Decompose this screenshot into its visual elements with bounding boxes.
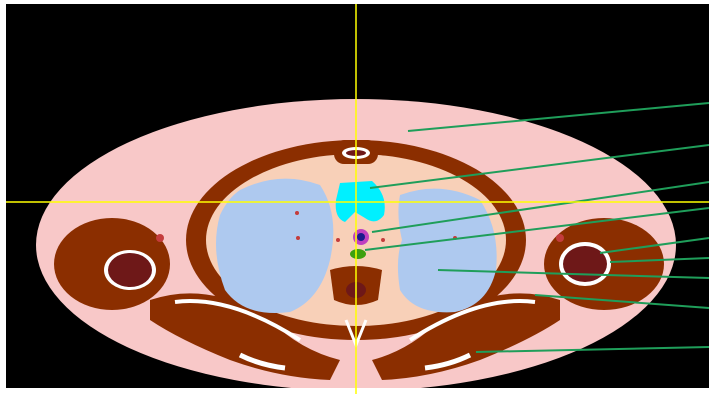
right-arm-region bbox=[54, 218, 170, 310]
left-lung bbox=[398, 189, 497, 313]
esophagus bbox=[350, 249, 366, 259]
